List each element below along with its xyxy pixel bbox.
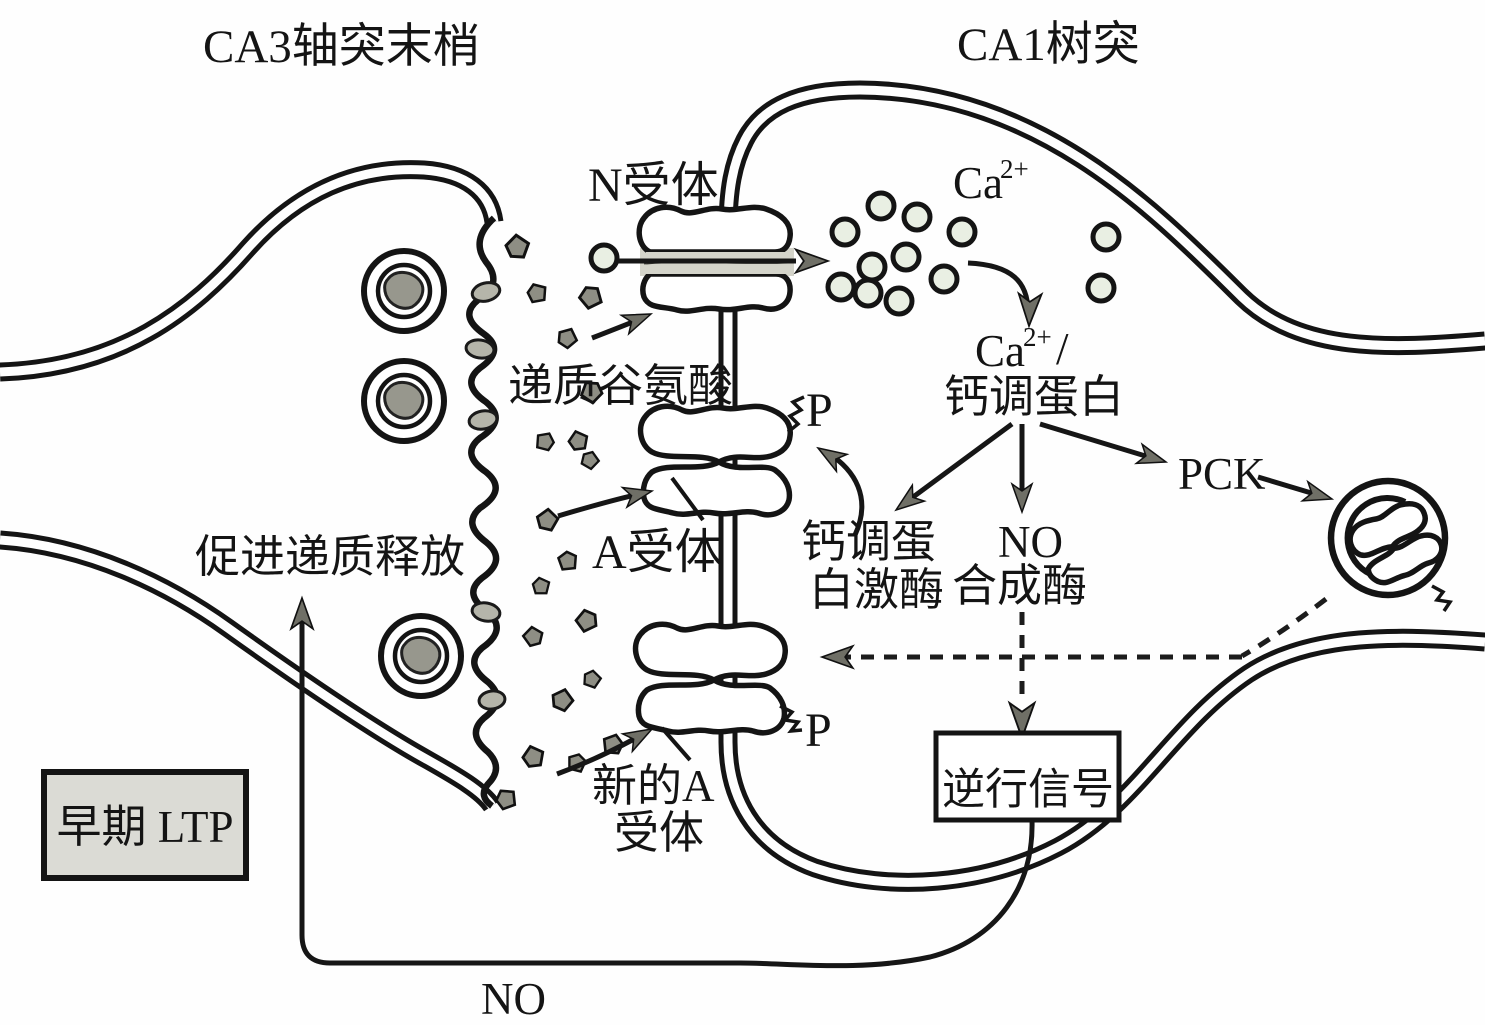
new-a-receptor-channel: [636, 624, 786, 733]
calmodulin-to-kinase-arrow: [889, 421, 1014, 519]
transmitter-to-n-receptor-arrow: [591, 303, 656, 341]
ca1-title: CA1树突: [957, 19, 1140, 71]
p-label-bottom: P: [805, 704, 832, 757]
ca-calmodulin-sup: 2+: [1023, 322, 1052, 352]
a-receptor-channel: [641, 406, 791, 515]
calmodulin-to-pck-arrow: [1039, 421, 1170, 473]
retrograde-signal-box: 逆行信号: [933, 730, 1122, 823]
ca-calmodulin-slash: /: [1056, 324, 1069, 374]
vesicle-zigzag: [1431, 584, 1453, 612]
a-receptor-label: A受体: [592, 526, 723, 579]
nos-label-line2: 合成酶: [952, 561, 1087, 611]
camk-label-line1: 钙调蛋: [801, 517, 936, 567]
nos-to-retrograde-dashed-arrow: [1008, 612, 1036, 739]
ca1-dendrite-membrane: [718, 80, 1485, 892]
ca3-terminal-membrane: [0, 160, 504, 812]
no-retrograde-path: [290, 597, 1035, 969]
retrograde-signal-label: 逆行信号: [942, 767, 1114, 814]
early-ltp-label: 早期 LTP: [56, 802, 233, 852]
phosphate-link-bottom: [779, 704, 803, 734]
a-receptor-leader-line: [670, 476, 705, 522]
phosphate-link-top: [786, 395, 805, 434]
calcium-influx-arrow: [967, 260, 1043, 328]
early-ltp-box: 早期 LTP: [41, 769, 249, 881]
p-label-top: P: [806, 384, 833, 437]
n-receptor-label: N受体: [588, 159, 719, 212]
ca-calmodulin-base: Ca: [975, 326, 1025, 376]
nos-label-line1: NO: [998, 517, 1063, 567]
retrograde-to-receptor-dashed-arrow: [821, 597, 1328, 669]
calcium-ions: [588, 190, 1122, 317]
synaptic-vesicles: [364, 251, 461, 696]
pck-label: PCK: [1178, 449, 1266, 499]
docked-vesicle-lumps: [464, 281, 507, 711]
pck-to-vesicle-arrow: [1257, 474, 1336, 510]
presynaptic-membrane-edge: [466, 215, 501, 809]
kinase-to-receptor-arrow: [811, 438, 865, 537]
ca3-title: CA3轴突末梢: [203, 21, 480, 73]
n-channel-current-arrow: [618, 248, 829, 274]
promote-release-label: 促进递质释放: [195, 532, 465, 582]
transmitter-label: 递质谷氨酸: [508, 361, 733, 411]
no-bottom-label: NO: [481, 974, 546, 1024]
calcium-label-sup: 2+: [1000, 154, 1029, 184]
new-a-receptor-label-line2: 受体: [614, 808, 704, 858]
transmitter-to-new-receptor-arrow: [556, 719, 658, 777]
new-a-receptor-label-line1: 新的A: [592, 761, 715, 811]
camk-label-line2: 白激酶: [809, 565, 944, 615]
calmodulin-to-nos-arrow: [1011, 424, 1033, 513]
calmodulin-label: 钙调蛋白: [944, 372, 1124, 422]
neurotransmitter-particles: [492, 231, 627, 812]
transmitter-to-a-receptor-arrow: [557, 480, 655, 519]
calcium-label-base: Ca: [953, 158, 1003, 208]
new-a-receptor-leader-line: [660, 726, 692, 762]
internalized-receptor-vesicle: [1327, 477, 1453, 612]
